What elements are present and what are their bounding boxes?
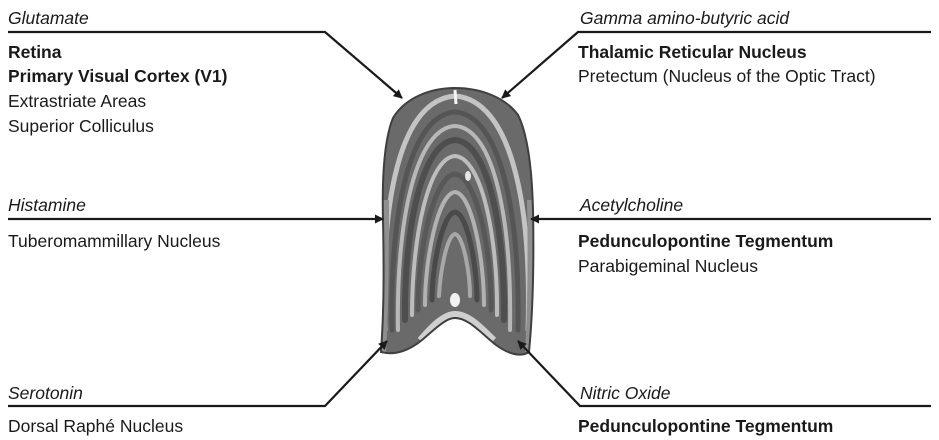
source-pedunculopontine-tegmentum-ach: Pedunculopontine Tegmentum	[578, 229, 833, 253]
source-parabigeminal-nucleus: Parabigeminal Nucleus	[578, 254, 758, 278]
source-extrastriate-areas: Extrastriate Areas	[8, 89, 146, 113]
brain-tissue-section	[381, 88, 533, 355]
source-retina: Retina	[8, 40, 61, 64]
source-primary-visual-cortex: Primary Visual Cortex (V1)	[8, 64, 228, 88]
gaba-header: Gamma amino-butyric acid	[580, 6, 789, 30]
histamine-header: Histamine	[8, 193, 86, 217]
nitric-oxide-header: Nitric Oxide	[580, 381, 670, 405]
source-pedunculopontine-tegmentum-no: Pedunculopontine Tegmentum	[578, 414, 833, 438]
source-pretectum: Pretectum (Nucleus of the Optic Tract)	[578, 64, 876, 88]
source-superior-colliculus: Superior Colliculus	[8, 114, 154, 138]
glutamate-header: Glutamate	[8, 6, 89, 30]
source-thalamic-reticular-nucleus: Thalamic Reticular Nucleus	[578, 40, 807, 64]
source-tuberomammillary-nucleus: Tuberomammillary Nucleus	[8, 229, 220, 253]
serotonin-header: Serotonin	[8, 381, 83, 405]
source-dorsal-raphe-nucleus: Dorsal Raphé Nucleus	[8, 414, 183, 438]
acetylcholine-header: Acetylcholine	[580, 193, 683, 217]
